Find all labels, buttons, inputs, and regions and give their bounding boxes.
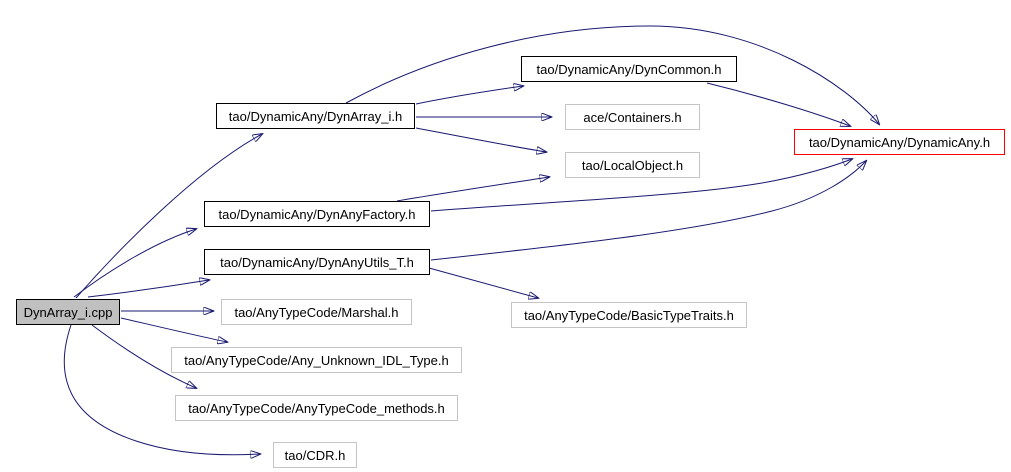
node-any-unknown-idl-type-h: tao/AnyTypeCode/Any_Unknown_IDL_Type.h	[171, 347, 462, 373]
node-marshal-h: tao/AnyTypeCode/Marshal.h	[221, 299, 412, 325]
edge-dynarray-i-to-dyncommon	[415, 86, 523, 105]
node-ace-containers-h: ace/Containers.h	[565, 104, 700, 130]
node-anytypecode-methods-h: tao/AnyTypeCode/AnyTypeCode_methods.h	[175, 395, 458, 421]
edge-cpp-to-dynarray-i	[75, 134, 262, 299]
edge-dynanyutils-to-dynamicany	[430, 161, 866, 261]
edge-cpp-to-any-unknown	[120, 317, 227, 342]
edge-dynanyfactory-to-dynamicany	[430, 159, 852, 212]
edge-cpp-to-anytypecode-methods	[91, 324, 196, 388]
node-dynarray-i-cpp: DynArray_i.cpp	[16, 299, 120, 325]
node-cdr-h: tao/CDR.h	[273, 442, 357, 468]
edge-cpp-to-cdr	[63, 324, 260, 455]
node-localobject-h: tao/LocalObject.h	[565, 152, 700, 178]
edge-dynarray-i-to-dynamicany	[345, 25, 879, 124]
edge-dynarray-i-to-localobject	[415, 127, 546, 152]
node-dynarray-i-h[interactable]: tao/DynamicAny/DynArray_i.h	[216, 103, 415, 129]
node-dynanyutils-t-h[interactable]: tao/DynamicAny/DynAnyUtils_T.h	[204, 249, 430, 275]
edge-cpp-to-dynanyutils	[87, 280, 209, 298]
node-dynamicany-h[interactable]: tao/DynamicAny/DynamicAny.h	[794, 129, 1005, 155]
edge-dyncommon-to-dynamicany	[706, 82, 850, 126]
node-dynanyfactory-h[interactable]: tao/DynamicAny/DynAnyFactory.h	[204, 201, 430, 227]
edge-dynanyutils-to-basictypetraits	[428, 267, 538, 298]
edge-dynanyfactory-to-localobject	[396, 177, 549, 202]
node-dyncommon-h[interactable]: tao/DynamicAny/DynCommon.h	[521, 56, 737, 82]
edge-cpp-to-dynanyfactory	[73, 229, 196, 298]
node-basictypetraits-h: tao/AnyTypeCode/BasicTypeTraits.h	[511, 302, 747, 328]
